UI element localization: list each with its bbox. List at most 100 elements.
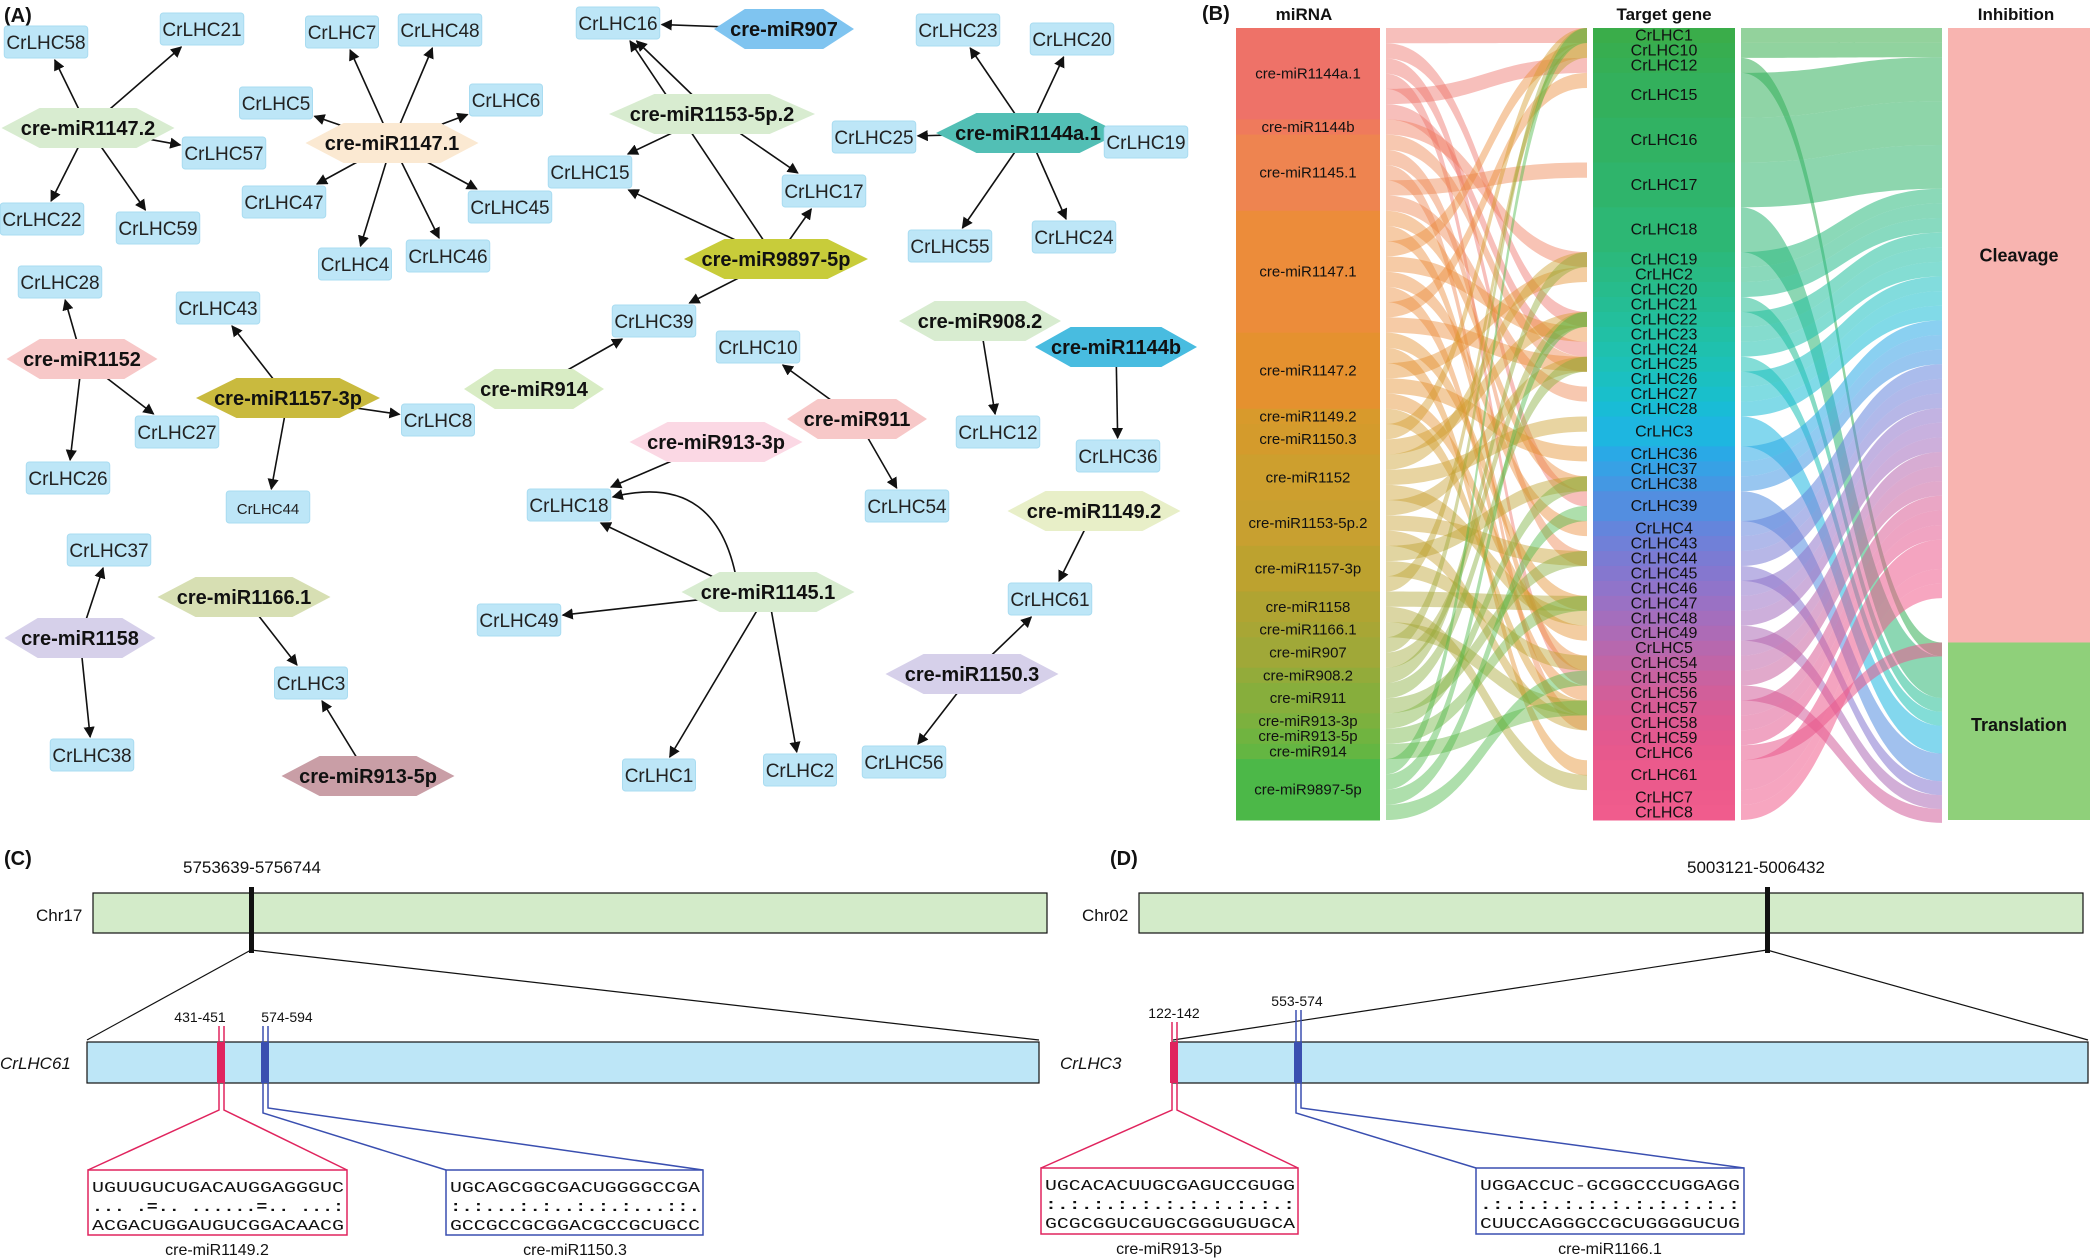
target-node-box [476, 603, 562, 637]
chr17-locus-marker [249, 887, 254, 953]
chr17-coords: 5753639-5756744 [183, 858, 321, 877]
sankey-flow [1386, 476, 1587, 562]
edge-m9897-t16 [629, 40, 777, 260]
mirna-node-label: cre-miR913-3p [647, 432, 785, 454]
target-node-label: CrLHC28 [20, 273, 99, 294]
sankey-flow [1386, 28, 1587, 775]
sankey-flow [1386, 332, 1587, 611]
sankey-flow [1741, 203, 1942, 283]
sankey-gene-bar [1593, 42, 1735, 59]
sankey-flow [1386, 226, 1587, 671]
sankey-gene-bar [1593, 565, 1735, 582]
mirna-node: cre-miR9897-5p [684, 239, 868, 279]
chr02-label: Chr02 [1082, 906, 1128, 925]
mirna-node-label: cre-miR911 [804, 409, 911, 431]
sankey-flow [1741, 291, 1942, 402]
sankey-gene-bar [1593, 700, 1735, 716]
sankey-mirna-label: cre-miR1150.3 [1259, 431, 1356, 448]
target-node-box [401, 403, 475, 437]
chr17-bar [92, 892, 1048, 934]
sankey-flow [1741, 232, 1942, 327]
sankey-mirna-label: cre-miR1144a.1 [1255, 66, 1361, 83]
mirna-node-shape [1, 108, 175, 148]
sankey-gene-label: CrLHC3 [1635, 423, 1693, 440]
sankey-gene-bar [1593, 476, 1735, 492]
mirna-node-shape [281, 756, 455, 796]
target-node-label: CrLHC1 [625, 766, 694, 787]
target-node-box [622, 758, 696, 792]
sankey-flow [1386, 104, 1587, 357]
sankey-header-inhibition: Inhibition [1978, 5, 2054, 24]
sankey-flow [1386, 252, 1587, 470]
target-node-box [763, 753, 837, 787]
target-node-label: CrLHC44 [237, 501, 300, 518]
sankey-gene-label: CrLHC21 [1631, 296, 1698, 313]
mirna-node: cre-miR1152 [6, 339, 158, 379]
target-node-box [305, 15, 379, 49]
sankey-flow [1741, 378, 1942, 552]
target-node-box [134, 415, 220, 449]
chr02-bar [1138, 892, 2084, 934]
zoom-line-right [250, 949, 1040, 1041]
sankey-mirna-bar [1236, 408, 1380, 425]
sankey-flow [1386, 256, 1587, 342]
target-node-box [318, 247, 392, 281]
sankey-gene-label: CrLHC1 [1635, 27, 1693, 44]
sankey-flow [1741, 539, 1942, 791]
site2-range: 574-594 [261, 1009, 313, 1025]
target-node-box [274, 666, 348, 700]
target-node: CrLHC3 [274, 666, 348, 700]
sankey-gene-label: CrLHC47 [1631, 595, 1698, 612]
sankey-gene-bar [1593, 207, 1735, 253]
sankey-gene-label: CrLHC25 [1631, 356, 1698, 373]
target-node: CrLHC28 [17, 265, 103, 299]
target-node-box [1075, 439, 1161, 473]
site2-marker [261, 1042, 269, 1083]
pairing-marks-2: :.:...:.:..:.:.:...::. [450, 1199, 700, 1216]
sankey-flow [1386, 195, 1587, 402]
pairing-marks-1: ... .=.. ......=.. ...: [92, 1199, 344, 1216]
mirna-node: cre-miR1166.1 [157, 577, 331, 617]
mirna-node-label: cre-miR1149.2 [1027, 501, 1162, 523]
mirna-node-shape [6, 339, 158, 379]
sankey-mirna-bar [1236, 545, 1380, 593]
target-node-label: CrLHC15 [550, 163, 629, 184]
target-node-box [915, 13, 1001, 47]
sankey-flow [1386, 210, 1587, 492]
sankey-flow [1386, 58, 1587, 507]
target-node: CrLHC38 [49, 738, 135, 772]
mirna-node-shape [157, 577, 331, 617]
target-node: CrLHC27 [134, 415, 220, 449]
pairing-box-mir1166 [1475, 1167, 1745, 1235]
sankey-flow [1741, 481, 1942, 686]
sankey-flow [1741, 422, 1942, 611]
target-node-label: CrLHC12 [958, 423, 1037, 444]
sankey-flow [1741, 408, 1942, 596]
sankey-flow [1386, 28, 1587, 44]
mirna-seq-mir1150: GCCGCCGCGGACGCCGCUGCC [450, 1218, 700, 1235]
mirna-seq-mir1166: CUUCCAGGGCCGCUGGGGUCUG [1480, 1216, 1740, 1233]
mirna-node-label: cre-miR1145.1 [701, 582, 836, 604]
mirna-seq-mir1149: ACGACUGGAUGUCGGACAACG [92, 1218, 344, 1235]
mirna-node-shape [464, 369, 604, 409]
target-node: CrLHC56 [861, 745, 947, 779]
sankey-flow [1386, 515, 1587, 566]
sankey-gene-bar [1593, 386, 1735, 403]
target-node-box [49, 738, 135, 772]
sankey-mirna-bar [1236, 728, 1380, 745]
mirna-node: cre-miR1150.3 [885, 654, 1059, 694]
gene-label-crlhc3: CrLHC3 [1060, 1054, 1122, 1073]
target-node: CrLHC24 [1031, 220, 1117, 254]
sankey-flow [1386, 356, 1587, 516]
sankey-gene-label: CrLHC12 [1631, 57, 1698, 74]
sankey-gene-label: CrLHC55 [1631, 670, 1698, 687]
target-node-box [159, 12, 245, 46]
sankey-mirna-label: cre-miR913-5p [1258, 728, 1357, 745]
sankey-flow [1386, 484, 1587, 626]
sankey-mirna-label: cre-miR914 [1269, 743, 1347, 760]
site2-callout-right-d [1300, 1083, 1745, 1169]
sankey-flow [1741, 356, 1942, 726]
target-node-label: CrLHC19 [1106, 133, 1185, 154]
sankey-flow [1386, 271, 1587, 537]
sankey-mirna-bar [1236, 28, 1380, 120]
